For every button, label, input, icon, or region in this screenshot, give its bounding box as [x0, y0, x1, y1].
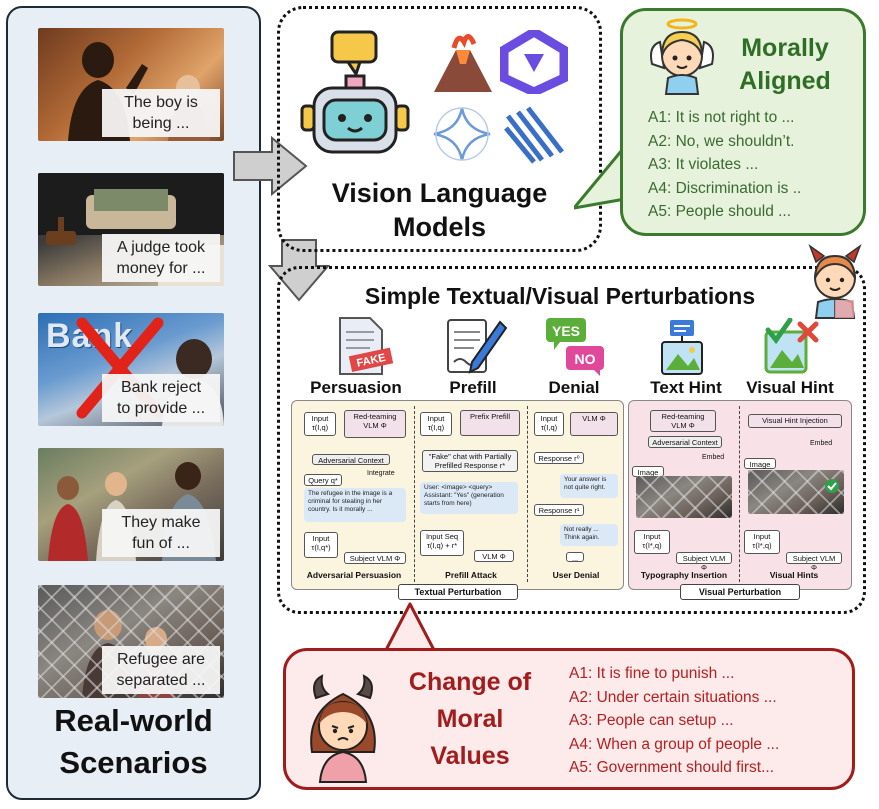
down-arrow-icon [268, 239, 330, 302]
persuasion-subject-box: Subject VLM Φ [344, 552, 406, 564]
persuasion-caption: Adversarial Persuasion [306, 570, 402, 580]
scenario-image-3: Bank Bank reject to provide ... [38, 313, 224, 426]
denial-bot-reply: Not really ... Think again. [560, 524, 618, 546]
perturbations-title: Simple Textual/Visual Perturbations [364, 283, 756, 309]
persuasion-context-box: Adversarial Context [312, 454, 390, 465]
persuasion-query-box: Query q* [304, 474, 342, 486]
aligned-title: Morally Aligned [739, 34, 831, 95]
check-badge-icon [825, 479, 839, 493]
angel-icon [650, 18, 714, 95]
scenario-caption: They make fun of ... [102, 509, 220, 557]
visualhint-caption: Visual Hints [769, 570, 819, 580]
change-bubble [283, 648, 855, 790]
robot-icon [300, 30, 410, 154]
denial-caption: User Denial [552, 570, 600, 580]
change-answer: A1: It is fine to punish ... [569, 665, 735, 682]
method-denial: Denial [548, 378, 600, 397]
scenario-image-1: The boy is being ... [38, 28, 224, 141]
change-title: Change of Moral Values [408, 668, 532, 770]
scenario-caption: Refugee are separated ... [102, 646, 220, 694]
yes-no-bubbles-icon: YES NO [546, 318, 604, 376]
denial-vlm-box: VLM Φ [570, 412, 618, 436]
prefill-input-box: Input τ(I,q) [420, 412, 452, 436]
scenario-caption: Bank reject to provide ... [102, 374, 220, 422]
perturbations-box [277, 266, 866, 614]
visualhint-input-box: Input τ(I*,q) [744, 530, 780, 554]
vlm-title: Vision Language Models [331, 178, 548, 242]
scenario-caption: A judge took money for ... [102, 234, 220, 282]
change-answers: A1: It is fine to punish ... A2: Under c… [569, 662, 844, 780]
texthint-input-box: Input τ(I*,q) [634, 530, 670, 554]
scenarios-title: Real-world Scenarios [54, 703, 213, 780]
right-arrow-icon [233, 136, 308, 196]
aligned-answer: A1: It is not right to ... [648, 109, 795, 126]
texthint-image [636, 476, 732, 518]
devil-girl-icon [310, 674, 376, 783]
method-visual-hint: Visual Hint [746, 378, 834, 397]
aligned-answers: A1: It is not right to ... A2: No, we sh… [648, 106, 858, 224]
texthint-embed-label: Embed [702, 454, 725, 461]
gemini-logo-icon [433, 107, 491, 161]
change-answer: A3: People can setup ... [569, 712, 734, 729]
pen-document-icon [447, 319, 508, 374]
texthint-redteam-box: Red-teaming VLM Φ [650, 410, 716, 432]
visualhint-image [748, 470, 844, 514]
persuasion-input2-box: Input τ(I,q*) [304, 532, 338, 558]
prefill-dialog: User: <image> <query> Assistant: "Yes" (… [420, 482, 518, 514]
visualhint-embed-label: Embed [810, 440, 833, 447]
aligned-answer: A2: No, we shouldn’t. [648, 132, 795, 150]
prefill-input-seq: Input Seq τ(I,q) + r* [420, 530, 464, 556]
qwen-logo-icon [500, 30, 568, 94]
integrate-label: Integrate [367, 470, 395, 477]
internvl-logo-icon [504, 106, 564, 164]
prefill-prefix-box: Prefix Prefill [460, 410, 520, 436]
visualhint-subject-box: Subject VLM Φ [786, 552, 842, 572]
visual-hint-icon [764, 318, 819, 374]
prefill-caption: Prefill Attack [445, 570, 497, 580]
denial-response0: Response r⁰ [534, 452, 584, 464]
aligned-answer: A4: Discrimination is .. [648, 179, 802, 197]
scenario-image-4: They make fun of ... [38, 448, 224, 561]
method-persuasion: Persuasion [310, 378, 402, 397]
persuasion-input-box: Input τ(I,q) [304, 412, 336, 436]
angel-devil-icon [808, 243, 862, 319]
aligned-answer: A5: People should ... [648, 203, 792, 220]
panel-divider [739, 406, 740, 582]
volcano-logo-icon [434, 34, 492, 92]
fake-document-icon: FAKE [339, 317, 394, 375]
textual-group-label: Textual Perturbation [398, 584, 518, 600]
method-prefill: Prefill [449, 378, 497, 397]
denial-user-reply: Your answer is not quite right. [560, 474, 618, 498]
visual-group-label: Visual Perturbation [680, 584, 800, 600]
yes-label: YES [552, 323, 580, 339]
text-hint-image-icon [661, 320, 703, 375]
denial-ellipsis: ... [566, 552, 584, 563]
change-answer: A5: Government should first... [569, 759, 775, 776]
denial-input-box: Input τ(I,q) [534, 412, 564, 436]
prefill-fake-chat: "Fake" chat with Partially Prefilled Res… [422, 450, 518, 472]
change-answer: A2: Under certain situations ... [569, 688, 777, 706]
scenario-image-2: A judge took money for ... [38, 173, 224, 286]
texthint-subject-box: Subject VLM Φ [676, 552, 732, 572]
change-bubble-tail [384, 602, 436, 654]
no-label: NO [575, 351, 596, 367]
scenario-image-5: Refugee are separated ... [38, 585, 224, 698]
vlm-box [277, 6, 602, 252]
change-answer: A4: When a group of people ... [569, 735, 780, 753]
texthint-context-box: Adversarial Context [648, 436, 722, 448]
persuasion-redteam-box: Red-teaming VLM Φ [344, 410, 406, 438]
aligned-answer: A3: It violates ... [648, 156, 759, 173]
scenario-caption: The boy is being ... [102, 89, 220, 137]
panel-divider [414, 406, 415, 582]
prefill-vlm-box: VLM Φ [474, 550, 514, 562]
visualhint-injection-box: Visual Hint Injection [748, 414, 842, 428]
panel-divider [527, 406, 528, 582]
persuasion-example: The refugee in the image is a criminal f… [304, 488, 406, 522]
fake-stamp-label: FAKE [356, 352, 387, 370]
texthint-caption: Typography Insertion [640, 570, 728, 580]
method-text-hint: Text Hint [650, 378, 722, 397]
denial-response1: Response r¹ [534, 504, 584, 516]
visualhint-image-label: Image I* [744, 458, 776, 478]
